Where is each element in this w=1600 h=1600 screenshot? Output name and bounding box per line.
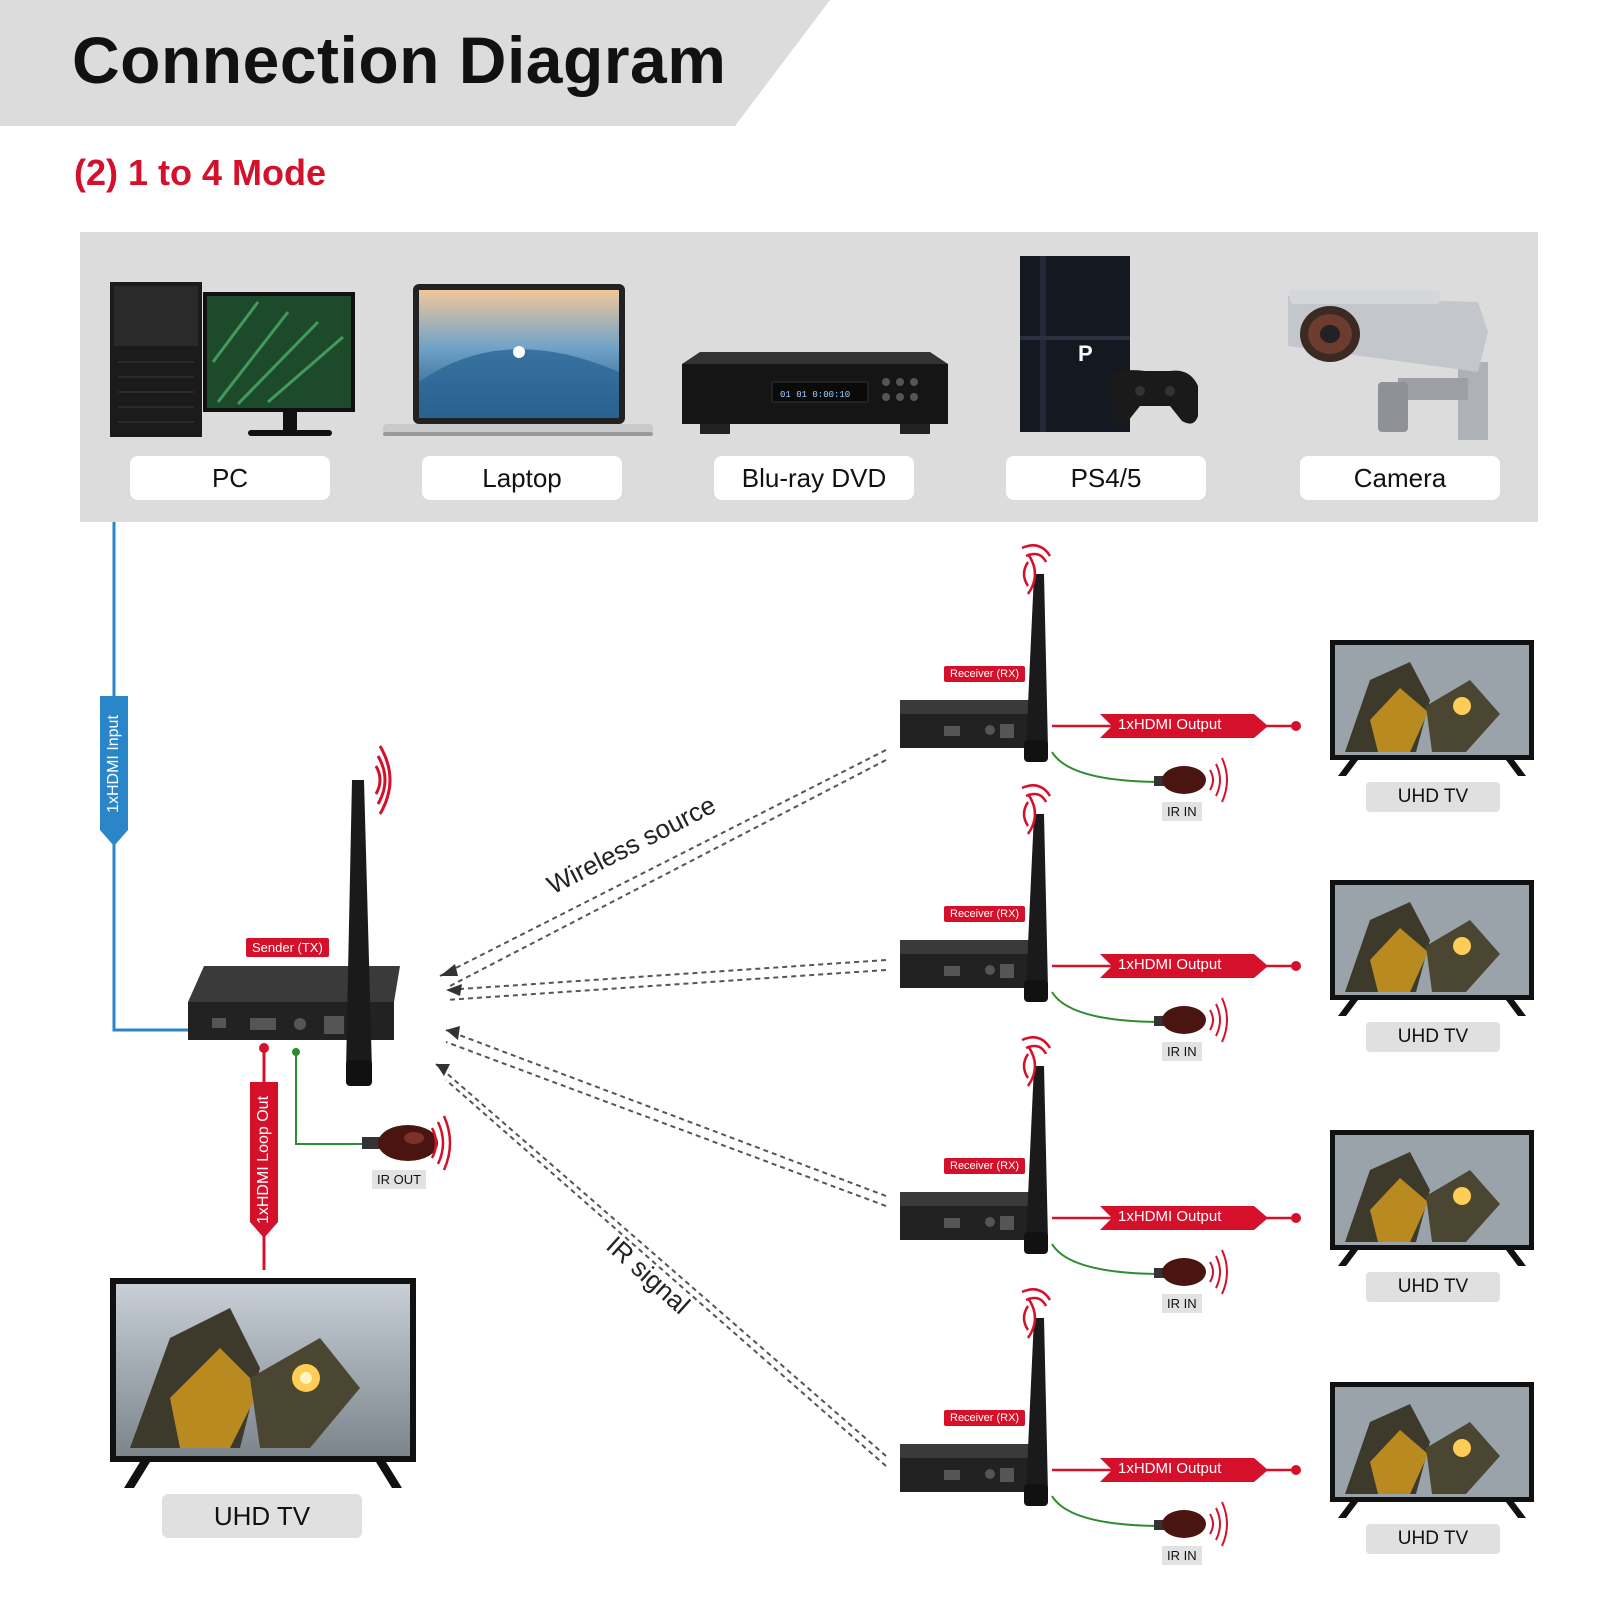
hdmi-input-tag	[100, 696, 128, 846]
rx-uhd-tv	[1330, 880, 1534, 1016]
bluray-player-icon: 01 01 0:00:10	[682, 352, 948, 434]
rx-tv-label: UHD TV	[1366, 782, 1500, 812]
pc-icon	[110, 282, 355, 437]
receiver-rx-device	[900, 544, 1052, 762]
ir-in-label: IR IN	[1162, 1042, 1202, 1061]
sender-tv-label: UHD TV	[162, 1494, 362, 1538]
receiver-tag: Receiver (RX)	[944, 1410, 1026, 1426]
rx-uhd-tv	[1330, 640, 1534, 776]
receiver-rx-device	[900, 1036, 1052, 1254]
rx-tv-label: UHD TV	[1366, 1272, 1500, 1302]
sender-tag: Sender (TX)	[246, 938, 329, 957]
sender-uhd-tv	[110, 1278, 416, 1488]
cctv-camera-icon	[1288, 290, 1488, 440]
game-console-icon: P	[1020, 256, 1198, 432]
hdmi-loop-out-label: 1xHDMI Loop Out	[255, 1095, 272, 1225]
hdmi-output-label: 1xHDMI Output	[1118, 956, 1222, 973]
source-label-laptop: Laptop	[422, 456, 622, 500]
svg-text:P: P	[1078, 341, 1093, 366]
laptop-icon	[383, 284, 653, 436]
rx-tv-label: UHD TV	[1366, 1524, 1500, 1554]
receiver-rx-device	[900, 1288, 1052, 1506]
ir-in-label: IR IN	[1162, 1294, 1202, 1313]
hdmi-input-cable	[112, 522, 218, 1032]
title-band	[0, 0, 830, 126]
hdmi-output-label: 1xHDMI Output	[1118, 1208, 1222, 1225]
hdmi-output-label: 1xHDMI Output	[1118, 1460, 1222, 1477]
receiver-tag: Receiver (RX)	[944, 1158, 1026, 1174]
hdmi-loop-tag	[250, 1082, 278, 1238]
source-label-camera: Camera	[1300, 456, 1500, 500]
ir-in-label: IR IN	[1162, 1546, 1202, 1565]
rx-uhd-tv	[1330, 1130, 1534, 1266]
source-label-ps: PS4/5	[1006, 456, 1206, 500]
rx-uhd-tv	[1330, 1382, 1534, 1518]
receiver-rx-device	[900, 784, 1052, 1002]
hdmi-output-label: 1xHDMI Output	[1118, 716, 1222, 733]
svg-text:01 01 0:00:10: 01 01 0:00:10	[780, 390, 850, 400]
receiver-tag: Receiver (RX)	[944, 666, 1026, 682]
mode-subtitle: (2) 1 to 4 Mode	[74, 152, 327, 193]
source-label-pc: PC	[130, 456, 330, 500]
ir-out-label: IR OUT	[372, 1170, 427, 1189]
ir-out-emitter	[362, 1115, 452, 1171]
source-label-bluray: Blu-ray DVD	[714, 456, 914, 500]
rx-tv-label: UHD TV	[1366, 1022, 1500, 1052]
ir-in-label: IR IN	[1162, 802, 1202, 821]
page-title: Connection Diagram	[72, 23, 727, 97]
sender-tx-device	[188, 745, 400, 1086]
wireless-links	[435, 749, 887, 1467]
hdmi-input-label: 1xHDMI Input	[105, 715, 122, 813]
receiver-tag: Receiver (RX)	[944, 906, 1026, 922]
